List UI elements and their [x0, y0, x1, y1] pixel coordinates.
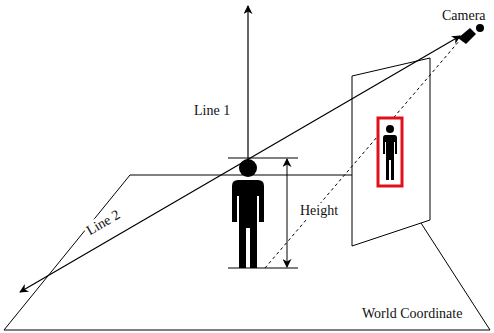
bounding-box [378, 118, 402, 186]
line-2 [20, 36, 460, 292]
height-tick [228, 268, 298, 269]
camera-icon [458, 24, 484, 44]
foot-ray [265, 40, 460, 268]
height-tick [228, 158, 298, 159]
camera-label: Camera [440, 8, 488, 23]
line-label: Line 1 [192, 103, 232, 118]
person [232, 159, 264, 268]
height-label: Height [298, 203, 340, 218]
ground-label: World Coordinate [360, 306, 464, 321]
small-person [383, 125, 397, 180]
height-arrow [287, 159, 288, 267]
line-1 [247, 6, 248, 168]
